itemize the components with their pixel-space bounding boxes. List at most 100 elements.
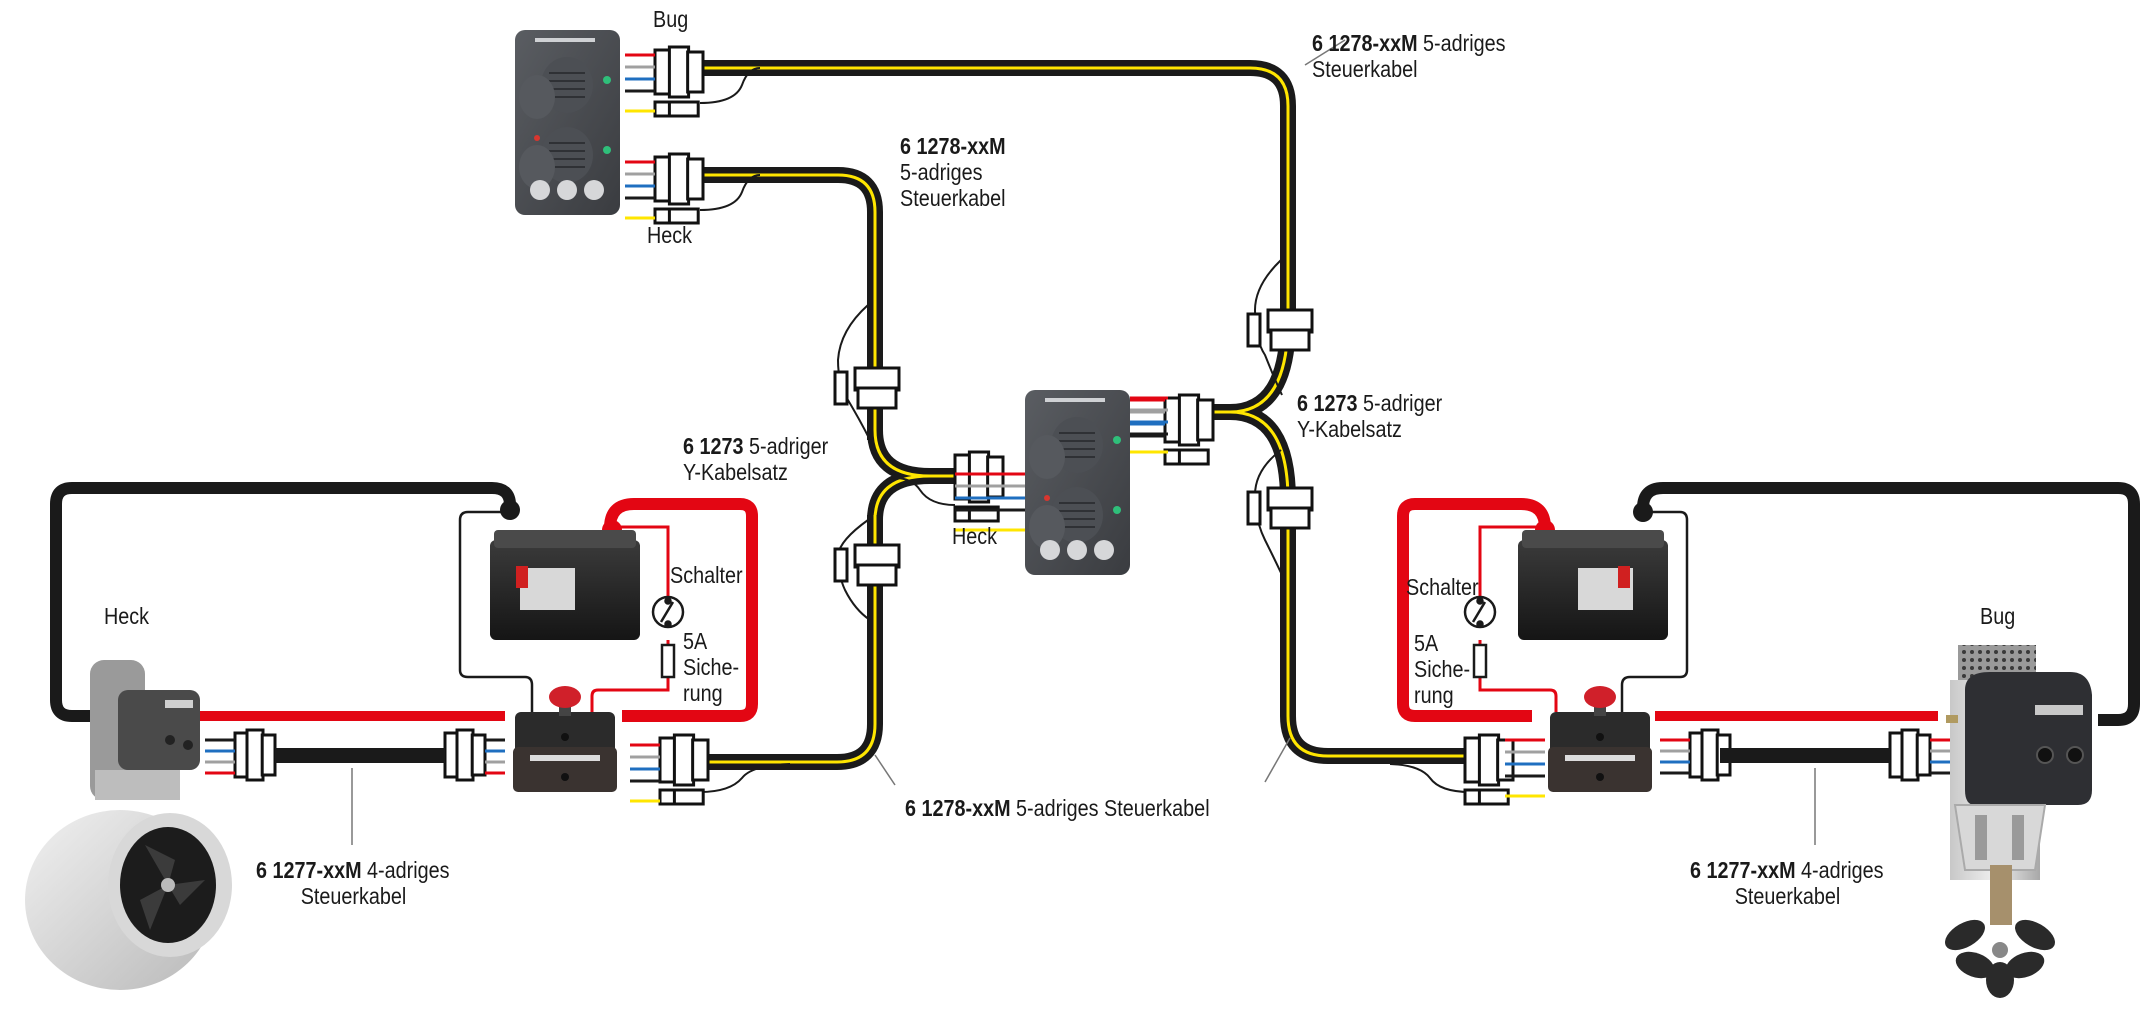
ground-cable-left <box>50 482 516 722</box>
part-number: 6 1277-xxM <box>256 857 362 883</box>
joystick-handle <box>1029 505 1065 549</box>
label-switch-right: Schalter <box>1406 574 1479 600</box>
main-positive-cable-left <box>604 498 758 722</box>
led-indicator <box>1113 436 1121 444</box>
part-number: 6 1277-xxM <box>1690 857 1796 883</box>
joystick-handle <box>519 75 555 119</box>
part-number: 6 1278-xxM <box>905 795 1011 821</box>
connector-plug <box>653 45 705 118</box>
label-stern-thruster: Heck <box>104 603 150 629</box>
control-cable-bottom-left <box>700 515 883 770</box>
label-cable-bottom: 6 1278-xxM 5-adriges Steuerkabel <box>905 795 1210 821</box>
four-wire-cable-right <box>1720 748 1890 763</box>
bow-thruster <box>1945 645 2092 998</box>
label-top-panel-bow: Bug <box>653 6 689 32</box>
led-indicator <box>534 135 540 141</box>
thruster-motor-cover <box>1965 672 2092 805</box>
connectors <box>233 45 1932 806</box>
battery-label <box>520 568 575 610</box>
connector-plug <box>833 366 901 410</box>
screw <box>1596 773 1604 781</box>
battery-label-accent <box>1618 566 1630 588</box>
ground-cable-right <box>1637 482 2140 726</box>
connector-plug <box>658 733 710 806</box>
led-indicator <box>1113 506 1121 514</box>
led-indicator <box>603 146 611 154</box>
four-wire-cable-left <box>275 748 445 763</box>
screw <box>561 773 569 781</box>
label-center-panel-stern: Heck <box>952 523 998 549</box>
switch-symbol-left <box>651 595 685 629</box>
joystick-panel-center[interactable] <box>1025 390 1130 575</box>
battery-lid <box>494 530 636 548</box>
thruster-leg <box>1953 804 2047 871</box>
panel-button <box>530 180 550 200</box>
label-fuse-left: 5A Siche- rung <box>683 628 740 706</box>
brand-label <box>1565 755 1635 761</box>
label-bow-thruster: Bug <box>1980 603 2016 629</box>
connector-plug <box>1163 393 1215 466</box>
label-top-panel-stern: Heck <box>647 222 693 248</box>
led-indicator <box>603 76 611 84</box>
label-4wire-left: 6 1277-xxM 4-adriges Steuerkabel <box>256 857 450 909</box>
emergency-knob-icon <box>549 686 581 708</box>
label-y-set-right: 6 1273 5-adriger Y-Kabelsatz <box>1297 390 1443 442</box>
connector-plug <box>233 728 277 782</box>
battery-label-accent <box>516 566 528 588</box>
label-fuse-right: 5A Siche- rung <box>1414 630 1471 708</box>
brand-label <box>1045 398 1105 402</box>
joystick-handle <box>519 145 555 189</box>
control-cable-top-panel-bow <box>700 60 1296 330</box>
wire-fans <box>205 53 1950 803</box>
y-cable-set-left <box>867 429 955 521</box>
connector-plug <box>1888 728 1932 782</box>
panel-button <box>1040 540 1060 560</box>
connector-plug <box>833 543 901 587</box>
connector-plug <box>1246 486 1314 530</box>
screw <box>561 733 569 741</box>
panel-button <box>1067 540 1087 560</box>
led-indicator <box>1044 495 1050 501</box>
emergency-knob-icon <box>1584 686 1616 708</box>
brand-label <box>530 755 600 761</box>
switch-base <box>513 747 617 792</box>
battery-right <box>1518 530 1668 640</box>
label-switch-left: Schalter <box>670 562 743 588</box>
control-cable-top-panel-stern <box>700 167 883 440</box>
ground-terminal-right <box>1633 502 1653 522</box>
panel-button <box>557 180 577 200</box>
ground-terminal-left <box>500 500 520 520</box>
screw <box>1596 733 1604 741</box>
switch-symbol-right <box>1463 595 1497 629</box>
connector-plug <box>1463 733 1515 806</box>
brand-label <box>535 38 595 42</box>
power-wiring-left <box>50 482 758 722</box>
label-4wire-right: 6 1277-xxM 4-adriges Steuerkabel <box>1690 857 1884 909</box>
connector-plug <box>653 152 705 225</box>
stern-thruster <box>25 660 232 990</box>
part-number: 6 1273 <box>683 433 744 459</box>
part-number: 6 1278-xxM <box>1312 30 1418 56</box>
label-cable-top-mid: 6 1278-xxM 5-adriges Steuerkabel <box>900 133 1006 211</box>
battery-lid <box>1522 530 1664 548</box>
control-cable-bottom-right <box>1280 490 1470 764</box>
control-ground-left <box>458 510 534 712</box>
label-cable-top-right: 6 1278-xxM 5-adriges Steuerkabel <box>1312 30 1506 82</box>
part-number: 6 1278-xxM <box>900 133 1006 159</box>
battery-left <box>490 530 640 640</box>
power-wiring-right <box>1397 482 2140 726</box>
main-switch-left[interactable] <box>513 686 617 792</box>
propeller-icon <box>1945 919 2055 998</box>
fuse-symbol-right <box>1472 643 1488 679</box>
main-switch-right[interactable] <box>1548 686 1652 792</box>
main-positive-cable-right <box>1397 498 1551 722</box>
label-y-set-left: 6 1273 5-adriger Y-Kabelsatz <box>683 433 829 485</box>
fuse-symbol-left <box>660 643 676 679</box>
control-ground-right <box>1620 510 1689 712</box>
connector-plug <box>1246 308 1314 352</box>
connector-plug <box>443 728 487 782</box>
switch-base <box>1548 747 1652 792</box>
leader-lines <box>351 39 1816 845</box>
joystick-panel-top[interactable] <box>515 30 620 215</box>
